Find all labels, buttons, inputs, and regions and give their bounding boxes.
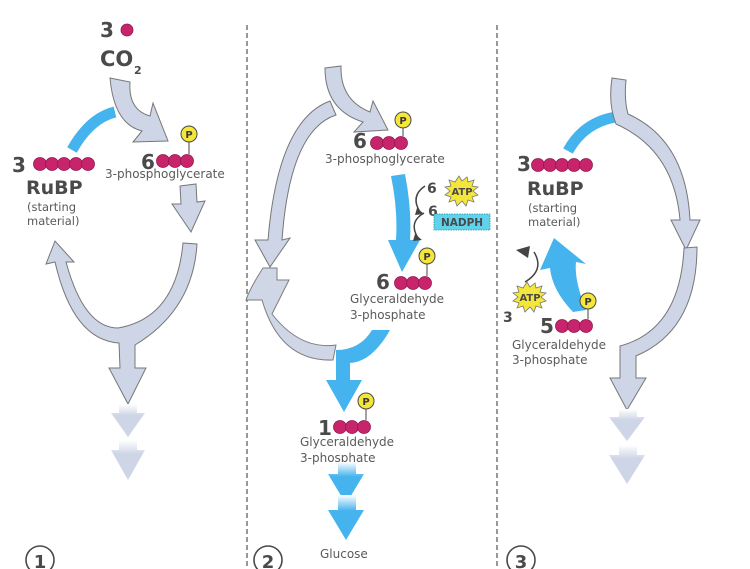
pga-down-arrow [171, 183, 206, 234]
output-carbon-chain-icon: P [333, 392, 375, 434]
co2-fixation-arrow [109, 77, 169, 143]
return-arc-arrow [254, 100, 337, 268]
co2-count: 3 [100, 18, 114, 42]
lower-return-arc [245, 267, 337, 361]
glucose-arrow [328, 495, 364, 540]
atp-count: 3 [503, 310, 513, 326]
rubp-count: 3 [12, 153, 26, 177]
phosphate-symbol: P [185, 130, 192, 141]
g3p-label-line1: Glyceraldehyde [350, 292, 444, 306]
faded-down-arrow [609, 445, 645, 484]
output-label-line2: 3-phosphate [300, 451, 375, 465]
co2-subscript: 2 [134, 64, 142, 77]
step-3-number: 3 [515, 552, 528, 569]
g3p-carbon-chain-icon: P [394, 247, 436, 290]
phosphate-symbol: P [399, 116, 406, 127]
g3p-count: 6 [376, 270, 390, 294]
rubp-note-line2: material) [27, 214, 80, 228]
output-split-arrow [326, 330, 390, 412]
glucose-arrow [328, 462, 364, 504]
atp-starburst-icon [512, 281, 547, 313]
reduction-arrow [388, 174, 420, 272]
step-1-badge [25, 545, 55, 569]
g3p-label-line2: 3-phosphate [350, 308, 425, 322]
regeneration-arrow [610, 77, 701, 252]
faded-down-arrow [111, 404, 145, 437]
step-1-number: 1 [34, 552, 47, 569]
atp-label: ATP [519, 293, 540, 304]
rubp-label: RuBP [527, 178, 584, 200]
faded-down-arrow [111, 440, 145, 480]
rubp-carbon-chain-icon [531, 158, 593, 172]
atp-in-curve [415, 185, 426, 213]
step-3-badge [506, 545, 536, 569]
g3p-label-line1: Glyceraldehyde [512, 338, 606, 352]
rubp-join-blue-arc [563, 111, 618, 154]
atp-arrowhead [516, 246, 530, 258]
step-2-number: 2 [262, 552, 275, 569]
atp-in-curve [524, 251, 539, 283]
lower-output-arrow [609, 246, 698, 412]
nadph-label: NADPH [441, 217, 483, 229]
panel-1-carbon-fixation: 3 CO 2 3 RuBP (starting material) 6 P [12, 18, 225, 569]
glucose-label: Glucose [320, 547, 368, 561]
pga-count: 6 [141, 150, 155, 174]
output-count: 1 [318, 416, 332, 440]
nadph-arrowhead [413, 234, 422, 241]
pga-carbon-chain-icon: P [370, 111, 412, 150]
nadph-in-curve [413, 212, 425, 239]
g3p-count: 5 [540, 314, 554, 338]
g3p-carbon-chain-icon: P [555, 292, 597, 333]
atp-count: 6 [427, 181, 437, 197]
phosphate-symbol: P [362, 397, 369, 408]
faded-down-arrow [609, 409, 645, 441]
co2-label: CO [100, 47, 133, 71]
rubp-carbon-chain-icon [33, 157, 95, 171]
atp-label: ATP [451, 187, 472, 198]
atp-arrowhead [415, 208, 424, 215]
phosphate-symbol: P [423, 252, 430, 263]
pga-label: 3-phosphoglycerate [105, 167, 225, 181]
rubp-note-line2: material) [528, 215, 581, 229]
nadph-box [433, 213, 491, 231]
step-2-badge [253, 545, 283, 569]
output-label-line1: Glyceraldehyde [300, 435, 394, 449]
rubp-join-blue-arc [67, 106, 117, 153]
atp-starburst-icon [444, 175, 479, 207]
pga-carbon-chain-icon: P [156, 125, 198, 168]
panel-3-regeneration: 3 RuBP (starting material) ATP 3 5 P G [503, 77, 701, 569]
g3p-label-line2: 3-phosphate [512, 353, 587, 367]
rubp-note-line1: (starting [27, 200, 76, 214]
nadph-count: 6 [428, 204, 438, 220]
cycle-u-arrow [45, 240, 198, 406]
phosphate-symbol: P [584, 297, 591, 308]
panel-2-reduction: 6 P 3-phosphoglycerate 6 ATP 6 NADPH 6 [245, 65, 491, 569]
rubp-count: 3 [517, 152, 531, 176]
co2-carbon-icon [120, 23, 134, 37]
pga-count: 6 [353, 129, 367, 153]
rubp-note-line1: (starting [528, 201, 577, 215]
rubp-label: RuBP [26, 177, 83, 199]
pga-label: 3-phosphoglycerate [325, 152, 445, 166]
incoming-arrow [324, 65, 389, 133]
regeneration-up-arrow [540, 238, 586, 312]
